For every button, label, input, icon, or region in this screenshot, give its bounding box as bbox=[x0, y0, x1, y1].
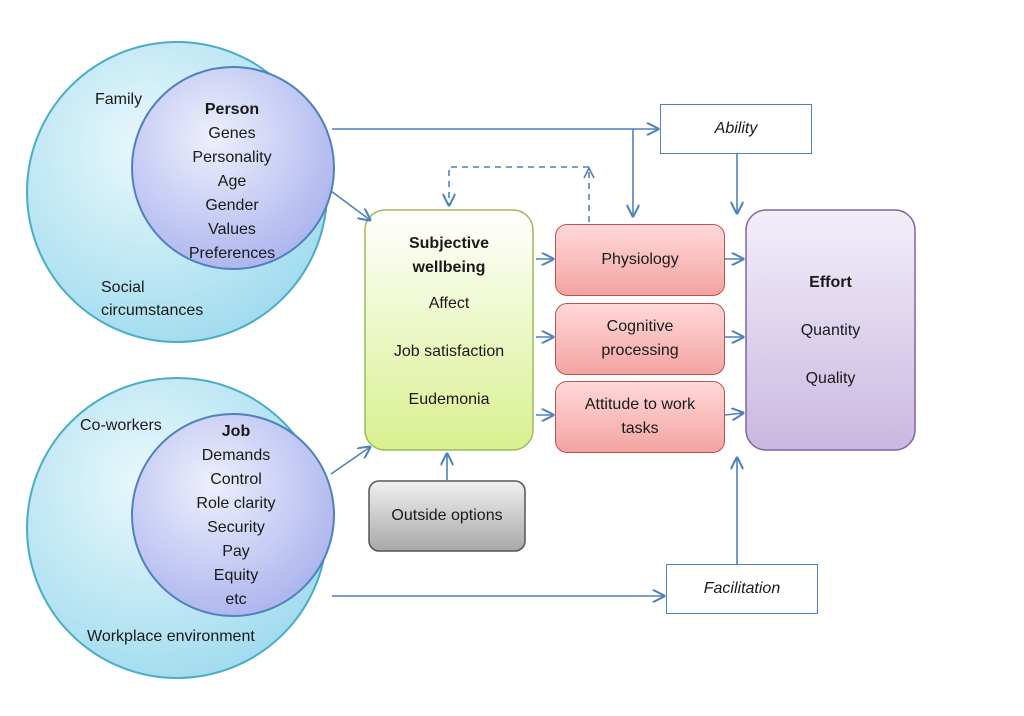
ability-label: Ability bbox=[714, 120, 758, 137]
job-item-pay: Pay bbox=[222, 543, 250, 560]
job-text-block: Job Demands Control Role clarity Securit… bbox=[156, 420, 316, 612]
label-family: Family bbox=[95, 91, 143, 108]
attitude-label-line2: tasks bbox=[621, 420, 659, 437]
label-workplace-environment: Workplace environment bbox=[87, 628, 255, 645]
physiology-box: Physiology bbox=[555, 224, 725, 296]
person-item-preferences: Preferences bbox=[188, 245, 276, 262]
wellbeing-item-job-satisfaction: Job satisfaction bbox=[393, 343, 505, 360]
person-item-gender: Gender bbox=[205, 197, 259, 214]
person-item-age: Age bbox=[217, 173, 247, 190]
cognitive-label-line2: processing bbox=[601, 342, 679, 359]
attitude-box: Attitude to work tasks bbox=[555, 381, 725, 453]
job-item-role-clarity: Role clarity bbox=[196, 495, 276, 512]
dashed-feedback-arrow bbox=[449, 166, 590, 222]
wellbeing-title-line1: Subjective bbox=[408, 235, 490, 252]
wellbeing-text-block: Subjective wellbeing Affect Job satisfac… bbox=[365, 232, 533, 412]
person-title: Person bbox=[204, 101, 260, 118]
job-item-control: Control bbox=[210, 471, 262, 488]
label-social-circumstances: Social circumstances bbox=[101, 276, 241, 322]
effort-text-block: Effort Quantity Quality bbox=[746, 271, 915, 391]
facilitation-label: Facilitation bbox=[703, 580, 781, 597]
wellbeing-item-eudemonia: Eudemonia bbox=[408, 391, 490, 408]
physiology-label: Physiology bbox=[601, 251, 679, 268]
label-social-circumstances-text: Social circumstances bbox=[101, 279, 204, 319]
wellbeing-item-affect: Affect bbox=[428, 295, 470, 312]
effort-item-quantity: Quantity bbox=[800, 322, 861, 339]
job-inner-circle bbox=[131, 413, 335, 617]
person-item-personality: Personality bbox=[192, 149, 272, 166]
person-item-genes: Genes bbox=[208, 125, 256, 142]
effort-title: Effort bbox=[809, 274, 852, 291]
outside-options-label-wrap: Outside options bbox=[369, 481, 525, 551]
effort-box bbox=[745, 209, 916, 451]
person-text-block: Person Genes Personality Age Gender Valu… bbox=[152, 98, 312, 266]
job-item-security: Security bbox=[207, 519, 265, 536]
job-item-equity: Equity bbox=[213, 567, 259, 584]
arrow-job-to-wellbeing bbox=[330, 447, 370, 475]
job-item-demands: Demands bbox=[201, 447, 271, 464]
person-inner-circle bbox=[131, 66, 335, 270]
outside-options-label: Outside options bbox=[391, 507, 503, 524]
facilitation-box: Facilitation bbox=[666, 564, 818, 614]
cognitive-processing-box: Cognitive processing bbox=[555, 303, 725, 375]
effort-item-quality: Quality bbox=[805, 370, 856, 387]
ability-box: Ability bbox=[660, 104, 812, 154]
arrow-person-to-wellbeing bbox=[330, 190, 370, 220]
wellbeing-title-line2: wellbeing bbox=[412, 259, 486, 276]
person-item-values: Values bbox=[208, 221, 256, 238]
wellbeing-box bbox=[364, 209, 534, 451]
attitude-label-line1: Attitude to work bbox=[584, 396, 696, 413]
job-title: Job bbox=[221, 423, 251, 440]
arrow-attitude-to-effort bbox=[724, 413, 743, 415]
cognitive-label-line1: Cognitive bbox=[606, 318, 674, 335]
label-coworkers: Co-workers bbox=[80, 417, 162, 434]
job-item-etc: etc bbox=[225, 591, 247, 608]
